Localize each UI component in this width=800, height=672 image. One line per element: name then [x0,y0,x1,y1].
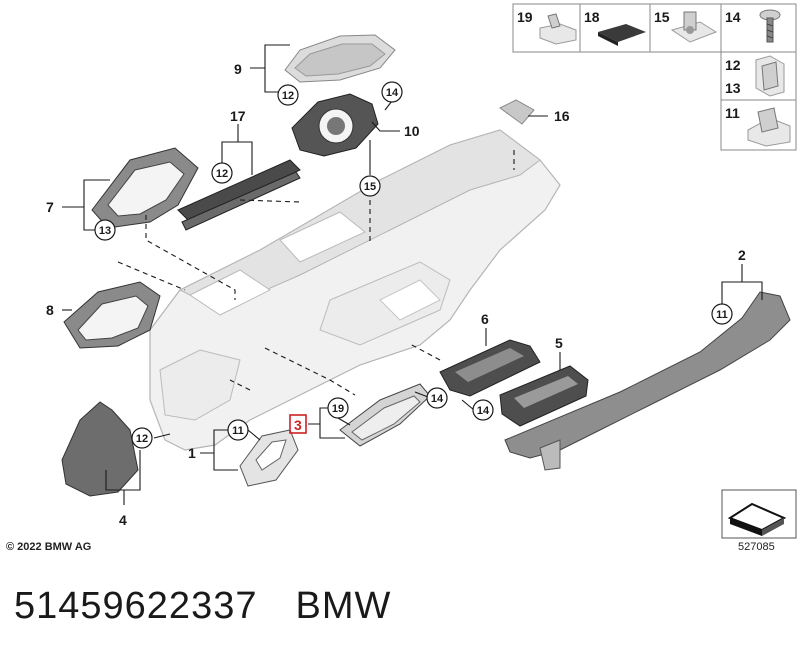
circled-14-low: 14 [472,399,494,421]
part-4-side-trim [61,401,139,497]
footer: 51459622337 BMW [14,585,429,628]
clip-12-13-icon [755,55,785,97]
legend-label-12: 12 [725,57,741,73]
part-3-bracket [339,383,431,447]
circled-11-part2: 11 [711,303,733,325]
circled-14-mid: 14 [426,387,448,409]
circled-12-part17: 12 [211,162,233,184]
callout-1: 1 [188,445,196,461]
part-1-bracket [239,429,299,487]
nut-clip-15-icon [670,11,718,43]
svg-text:13: 13 [99,225,111,237]
circled-12-part4: 12 [131,427,153,449]
svg-text:12: 12 [216,168,228,180]
svg-text:12: 12 [136,433,148,445]
callout-8: 8 [46,302,54,318]
brand-name: BMW [295,585,392,627]
legend-label-19: 19 [517,9,533,25]
circled-11-part1: 11 [227,419,249,441]
circled-14-top: 14 [381,81,403,103]
part-10-speaker-bracket [291,93,379,157]
orientation-icon [721,489,797,539]
part-6-carrier [439,339,541,397]
svg-text:11: 11 [232,425,244,437]
pad-18-icon [598,24,646,46]
circled-callouts: 12 14 15 12 13 11 14 14 [94,81,733,449]
callout-16: 16 [554,108,570,124]
leader-lines [62,44,763,505]
part-16-small-grille [499,99,535,125]
svg-text:14: 14 [431,393,444,405]
legend-label-11: 11 [725,105,740,121]
circled-19: 19 [327,397,349,419]
svg-text:15: 15 [364,181,376,193]
callout-3-highlight [289,414,307,434]
copyright-text: © 2022 BMW AG [6,541,92,553]
part-17-duct-bracket [177,159,301,231]
circled-12-top: 12 [277,84,299,106]
callout-6: 6 [481,311,489,327]
svg-text:12: 12 [282,90,294,102]
part-2-trim-strip [504,291,791,471]
clip-19-icon [539,13,577,45]
callout-17: 17 [230,108,246,124]
callout-7: 7 [46,199,54,215]
part-5-carrier [499,365,589,427]
callout-2: 2 [738,247,746,263]
svg-text:11: 11 [716,309,728,321]
svg-text:19: 19 [332,403,344,415]
legend-label-13: 13 [725,80,741,96]
circled-13: 13 [94,219,116,241]
screw-14-icon [759,9,781,43]
callout-10: 10 [404,123,420,139]
callout-3: 3 [294,417,302,433]
dashed-leader-lines [117,150,515,396]
part-8-lower-frame [63,281,161,349]
callout-4: 4 [119,512,127,528]
legend-label-18: 18 [584,9,600,25]
legend-label-14: 14 [725,9,741,25]
part-7-vent-frame [91,147,199,229]
legend-label-15: 15 [654,9,670,25]
clip-11-icon [747,107,791,147]
legend-panel: 19 18 15 14 12 13 11 [512,3,797,151]
callout-9: 9 [234,61,242,77]
instrument-panel [149,129,561,451]
diagram-number: 527085 [738,541,775,553]
svg-text:14: 14 [477,405,490,417]
callout-5: 5 [555,335,563,351]
part-9-speaker-grille [284,34,396,83]
callout-numbers: 9 10 16 17 7 8 2 6 5 1 4 3 [46,61,746,528]
circled-15: 15 [359,175,381,197]
part-number: 51459622337 [14,585,258,627]
svg-text:14: 14 [386,87,399,99]
